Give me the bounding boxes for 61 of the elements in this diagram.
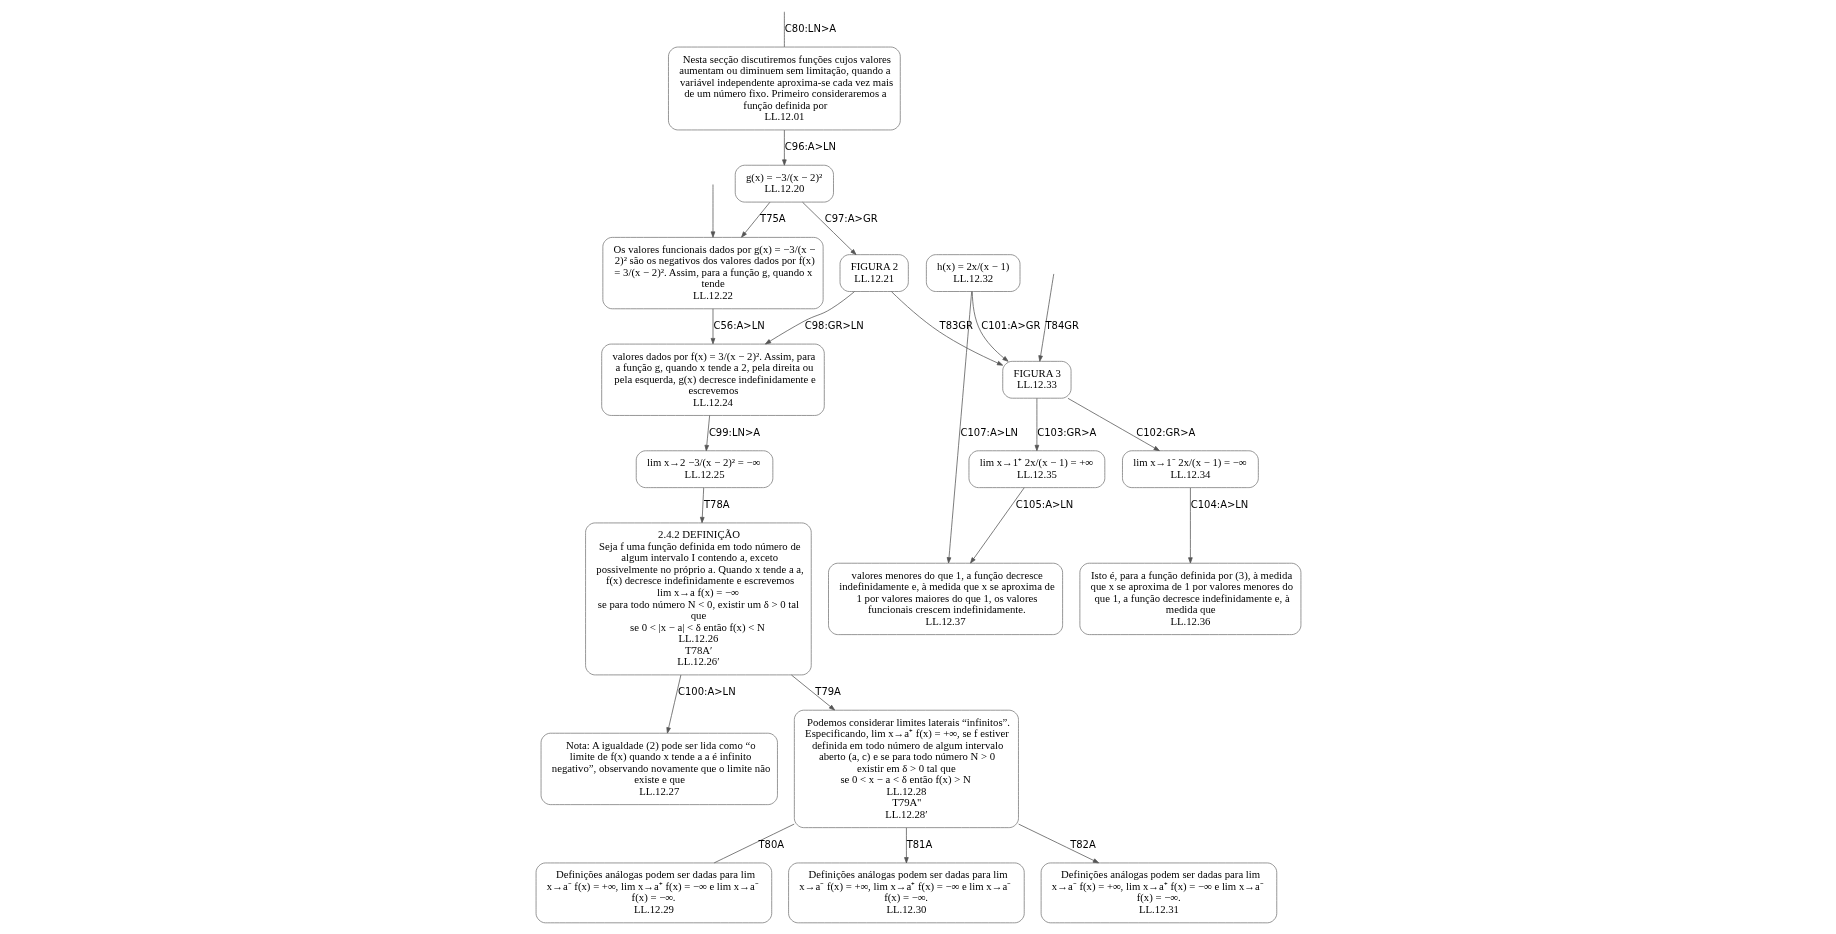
- arrow: [764, 291, 855, 345]
- edge-label: C101:A>GR: [980, 320, 1040, 332]
- arrow: [710, 184, 715, 238]
- edge-label: C80:LN>A: [784, 23, 836, 34]
- arrow: [1034, 397, 1039, 452]
- arrow: [969, 487, 1025, 564]
- arrow: [890, 291, 1003, 366]
- connector: [783, 11, 785, 48]
- node-box: lim x→2 −3/(x − 2)² = −∞ LL.12.25: [635, 450, 773, 488]
- node-box: Definições análogas podem ser dadas para lim x→a⁻ f(x) = +∞, lim x→a⁺ f(x) = −∞ e lim x→a⁻ f(x) = −∞. LL.12.31: [1040, 862, 1277, 924]
- arrow: [946, 291, 972, 564]
- node-box: h(x) = 2x/(x − 1) LL.12.32: [925, 254, 1020, 292]
- node-box: 2.4.2 DEFINIÇÃO Seja f uma função definida em todo número de algum intervalo I contendo a, exceto possivelmente no próprio a. Quando x tende a a, f(x) decresce indefinidamente e escrevemos lim x→a f(x) = −∞ se para todo número N < 0, existir um δ > 0 tal que se 0 < |x − a| < δ então f(x) < N LL.12.26 T78A′ LL.12.26′: [584, 522, 812, 676]
- arrow: [790, 674, 835, 711]
- arrow: [665, 674, 681, 734]
- edge-label: C56:A>LN: [712, 320, 765, 332]
- node-box: lim x→1⁻ 2x/(x − 1) = −∞ LL.12.34: [1121, 450, 1259, 488]
- node-box: Isto é, para a função definida por (3), à medida que x se aproxima de 1 por valores menores do que 1, a função decresce indefinidamente e, à medida que LL.12.36: [1079, 562, 1301, 635]
- node-box: Nota: A igualdade (2) pode ser lida como “o limite de f(x) quando x tende a a é infinito negativo”, observando novamente que o limite não existe e que LL.12.27: [540, 732, 778, 805]
- node-box: Os valores funcionais dados por g(x) = −3/(x − 2)² são os negativos dos valores dados por f(x) = 3/(x − 2)². Assim, para a função g, quando x tende LL.12.22: [601, 237, 823, 310]
- edge-label: C105:A>LN: [1015, 498, 1073, 510]
- arrow: [801, 201, 856, 255]
- node-box: g(x) = −3/(x − 2)² LL.12.20: [734, 164, 834, 203]
- arrow: [1017, 823, 1099, 864]
- node-box: FIGURA 2 LL.12.21: [839, 254, 909, 292]
- arrow: [971, 291, 1008, 362]
- connector: [713, 823, 795, 864]
- node-box: Definições análogas podem ser dadas para lim x→a⁻ f(x) = +∞, lim x→a⁺ f(x) = −∞ e lim x→a⁻ f(x) = −∞. LL.12.30: [787, 862, 1025, 924]
- edge-label: T78A: [703, 498, 730, 510]
- edge-label: C102:GR>A: [1135, 426, 1195, 438]
- arrow: [704, 415, 710, 452]
- node-box: FIGURA 3 LL.12.33: [1001, 360, 1071, 399]
- arrow: [740, 201, 770, 238]
- edge-label: T83GR: [939, 320, 973, 332]
- node-box: Nesta secção discutiremos funções cujos valores aumentam ou diminuem sem limitação, quando a variável independente aproxima-se cada vez mais de um número fixo. Primeiro consideraremos a função definida por LL.12.01: [667, 46, 901, 131]
- arrow: [1037, 273, 1054, 362]
- node-box: Podemos considerar limites laterais “infinitos”. Especificando, lim x→a⁺ f(x) = +∞, se f estiver definida em todo número de algum intervalo aberto (a, c) e se para todo número N > 0 existir em δ > 0 tal que se 0 < x − a < δ então f(x) > N LL.12.28 T79A'' LL.12.28′: [793, 709, 1019, 829]
- edge-label: C103:GR>A: [1036, 426, 1096, 438]
- edge-label: T79A: [814, 686, 841, 698]
- edge-label: T80A: [758, 838, 784, 850]
- edge-label: C107:A>LN: [960, 426, 1018, 438]
- arrow: [710, 308, 715, 345]
- edge-label: C97:A>GR: [824, 213, 878, 225]
- edge-label: T81A: [906, 838, 932, 850]
- edge-label: C100:A>LN: [677, 686, 736, 698]
- node-box: valores dados por f(x) = 3/(x − 2)². Assim, para a função g, quando x tende a 2, pela direita ou pela esquerda, g(x) decresce indefinidamente e escrevemos LL.12.24: [600, 343, 825, 416]
- node-box: valores menores do que 1, a função decresce indefinidamente e, à medida que x se aproxima de 1 por valores maiores do que 1, os valores funcionais crescem indefinidamente. LL.12.37: [827, 562, 1063, 635]
- edge-label: C104:A>LN: [1190, 498, 1248, 510]
- arrow: [1067, 397, 1160, 452]
- edge-label: T75A: [759, 213, 786, 225]
- edge-label: T82A: [1069, 838, 1096, 850]
- node-box: lim x→1⁺ 2x/(x − 1) = +∞ LL.12.35: [968, 450, 1105, 488]
- edge-label: C98:GR>LN: [804, 320, 864, 332]
- edge-label: C96:A>LN: [784, 141, 836, 153]
- arrow: [903, 827, 909, 864]
- node-box: Definições análogas podem ser dadas para lim x→a⁻ f(x) = +∞, lim x→a⁺ f(x) = −∞ e lim x→a⁻ f(x) = −∞. LL.12.29: [535, 862, 772, 924]
- arrow: [1187, 487, 1193, 564]
- arrow: [781, 129, 787, 166]
- arrow: [699, 487, 705, 524]
- edge-label: T84GR: [1045, 320, 1079, 332]
- edge-label: C99:LN>A: [708, 426, 760, 438]
